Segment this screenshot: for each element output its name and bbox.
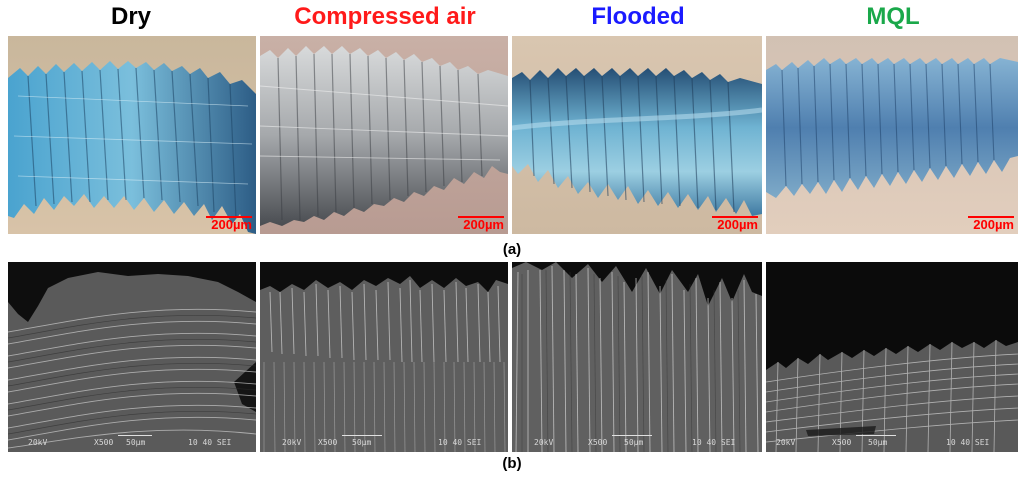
optical-image-dry: 200µm: [8, 36, 256, 234]
sem-info-bar: 50µm: [126, 438, 146, 447]
sem-info-bar: 50µm: [352, 438, 372, 447]
sem-scale-bar: [612, 435, 652, 436]
caption-b: (b): [502, 455, 522, 472]
sem-scale-bar: [342, 435, 382, 436]
header-compressed-air-label: Compressed air: [294, 3, 476, 30]
optical-image-flooded: 200µm: [512, 36, 762, 234]
scale-label: 200µm: [973, 217, 1014, 232]
optical-image-compressed-air: 200µm: [260, 36, 508, 234]
sem-image-mql: 20kV X500 50µm 10 40 SEI: [766, 262, 1018, 452]
sem-info-left: 20kV: [282, 438, 302, 447]
optical-image-mql: 200µm: [766, 36, 1018, 234]
sem-info-bar: 50µm: [868, 438, 888, 447]
header-dry-label: Dry: [110, 3, 152, 30]
sem-info-left: 20kV: [28, 438, 48, 447]
header-dry: Dry: [8, 0, 254, 34]
sem-image-dry: 20kV X500 50µm 10 40 SEI: [8, 262, 256, 452]
sem-info-right: 10 40 SEI: [188, 438, 232, 447]
header-compressed-air: Compressed air: [262, 0, 508, 34]
sem-info-mag: X500: [318, 438, 338, 447]
sem-info-left: 20kV: [776, 438, 796, 447]
sem-info-right: 10 40 SEI: [438, 438, 482, 447]
sem-image-compressed-air: 20kV X500 50µm 10 40 SEI: [260, 262, 508, 452]
scale-label: 200µm: [717, 217, 758, 232]
scale-bar-dry: 200µm: [206, 216, 252, 232]
scale-label: 200µm: [211, 217, 252, 232]
sem-info-mag: X500: [832, 438, 852, 447]
sem-scale-bar: [856, 435, 896, 436]
header-mql: MQL: [768, 0, 1018, 34]
sem-scale-bar: [118, 435, 152, 436]
header-mql-label: MQL: [866, 3, 920, 30]
caption-a: (a): [502, 241, 522, 258]
sem-info-mag: X500: [588, 438, 608, 447]
sem-info-right: 10 40 SEI: [692, 438, 736, 447]
scale-bar-flooded: 200µm: [712, 216, 758, 232]
sem-info-bar: 50µm: [624, 438, 644, 447]
sem-info-left: 20kV: [534, 438, 554, 447]
scale-label: 200µm: [463, 217, 504, 232]
sem-info-mag: X500: [94, 438, 114, 447]
sem-info-right: 10 40 SEI: [946, 438, 990, 447]
sem-image-flooded: 20kV X500 50µm 10 40 SEI: [512, 262, 762, 452]
scale-bar-mql: 200µm: [968, 216, 1014, 232]
header-flooded: Flooded: [514, 0, 762, 34]
scale-bar-compressed-air: 200µm: [458, 216, 504, 232]
header-flooded-label: Flooded: [591, 3, 685, 30]
